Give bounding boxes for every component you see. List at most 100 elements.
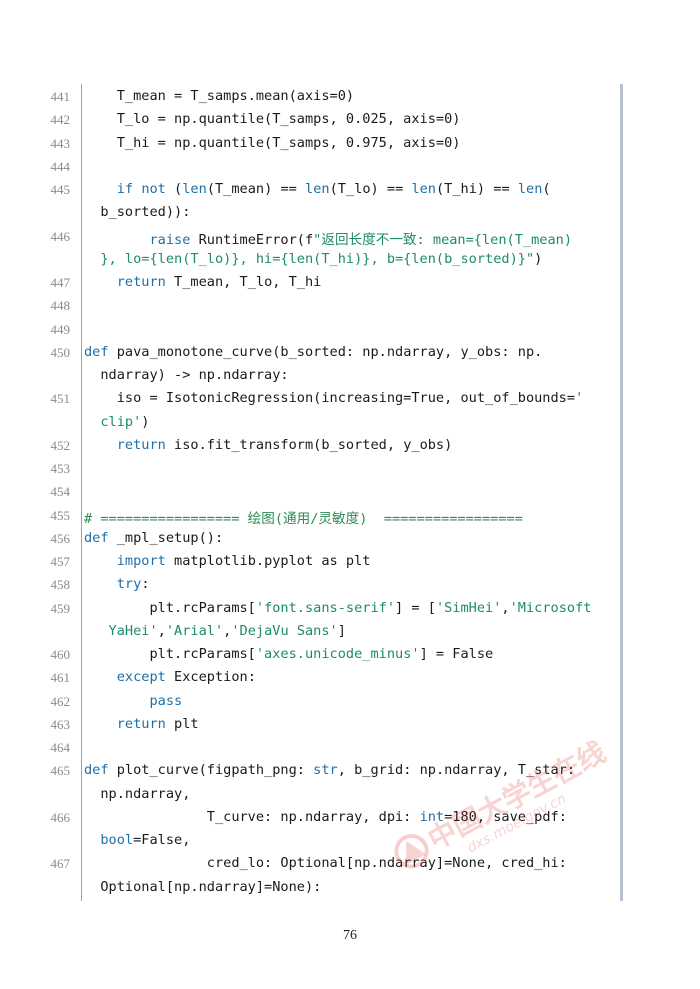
- code-token: =180, save_pdf:: [444, 808, 567, 825]
- line-number: 447: [50, 275, 71, 290]
- code-text: T_mean = T_samps.mean(axis=0): [84, 88, 608, 104]
- code-text: def plot_curve(figpath_png: str, b_grid:…: [84, 762, 608, 778]
- code-token: ': [575, 390, 584, 407]
- code-token: raise: [149, 231, 191, 248]
- code-token: T_mean, T_lo, T_hi: [165, 274, 322, 290]
- code-token: clip': [84, 413, 142, 430]
- code-token: T_mean = T_samps.mean(axis=0): [84, 88, 355, 104]
- code-text: def _mpl_setup():: [84, 530, 608, 546]
- code-token: import: [116, 553, 166, 569]
- code-token: return: [116, 436, 166, 453]
- code-token: Optional[np.ndarray]=None):: [84, 878, 322, 895]
- code-text: pass: [84, 693, 608, 709]
- code-token: [84, 553, 117, 569]
- code-text: bool=False,: [84, 832, 608, 848]
- code-line: 463 return plt: [0, 714, 700, 737]
- code-token: [84, 232, 149, 248]
- code-token: b_sorted)):: [84, 204, 191, 221]
- code-token: len: [305, 181, 330, 197]
- line-number: 446: [50, 228, 71, 244]
- code-token: [84, 693, 149, 709]
- code-token: np.ndarray,: [84, 785, 191, 802]
- code-text: np.ndarray,: [84, 786, 608, 802]
- code-token: }, lo={len(T_lo)}, hi={len(T_hi)}, b={le…: [84, 250, 535, 267]
- code-token: T_hi = np.quantile(T_samps, 0.975, axis=…: [84, 134, 461, 151]
- code-token: ,: [157, 622, 166, 639]
- code-token: plt: [165, 715, 199, 732]
- code-text: b_sorted)):: [84, 204, 608, 220]
- code-text: def pava_monotone_curve(b_sorted: np.nda…: [84, 344, 608, 360]
- code-token: len: [411, 181, 436, 197]
- code-token: [84, 181, 117, 197]
- right-margin-bar: [620, 84, 623, 901]
- code-token: iso = IsotonicRegression(increasing=True…: [84, 390, 576, 407]
- line-number: 441: [50, 89, 71, 104]
- code-line: 448: [0, 295, 700, 318]
- code-line: 449: [0, 319, 700, 342]
- code-line: 454: [0, 481, 700, 504]
- code-token: pass: [149, 692, 183, 709]
- code-token: ,: [223, 622, 232, 639]
- code-line: 457 import matplotlib.pyplot as plt: [0, 551, 700, 574]
- code-line: }, lo={len(T_lo)}, hi={len(T_hi)}, b={le…: [0, 249, 700, 272]
- code-token: , b_grid: np.ndarray, T_star:: [337, 762, 576, 779]
- code-line: 442 T_lo = np.quantile(T_samps, 0.025, a…: [0, 109, 700, 132]
- code-token: 'Microsoft: [509, 599, 592, 616]
- code-token: plt.rcParams[: [84, 646, 256, 662]
- code-text: return plt: [84, 716, 608, 732]
- line-number: 461: [50, 670, 71, 686]
- line-number: 442: [50, 112, 71, 128]
- code-token: plot_curve(figpath_png:: [108, 762, 314, 779]
- code-line: Optional[np.ndarray]=None):: [0, 877, 700, 900]
- code-token: [84, 716, 117, 732]
- code-token: ): [534, 250, 543, 267]
- code-token: ,: [501, 599, 510, 616]
- code-token: [84, 437, 117, 453]
- code-token: T_lo = np.quantile(T_samps, 0.025, axis=…: [84, 111, 461, 128]
- line-number: 466: [50, 809, 71, 825]
- code-line: 447 return T_mean, T_lo, T_hi: [0, 272, 700, 295]
- code-token: str: [313, 762, 338, 779]
- code-line: 464: [0, 737, 700, 760]
- code-text: plt.rcParams['axes.unicode_minus'] = Fal…: [84, 646, 608, 662]
- code-token: return: [116, 274, 166, 290]
- code-token: 'font.sans-serif': [255, 599, 396, 616]
- code-line: clip'): [0, 412, 700, 435]
- code-token: ]: [337, 622, 346, 639]
- line-number: 443: [50, 135, 71, 151]
- code-line: 451 iso = IsotonicRegression(increasing=…: [0, 388, 700, 411]
- code-text: cred_lo: Optional[np.ndarray]=None, cred…: [84, 855, 608, 871]
- code-token: (: [165, 181, 183, 197]
- line-number: 450: [50, 344, 71, 360]
- code-text: plt.rcParams['font.sans-serif'] = ['SimH…: [84, 600, 608, 616]
- code-text: T_curve: np.ndarray, dpi: int=180, save_…: [84, 809, 608, 825]
- code-token: _mpl_setup():: [108, 529, 224, 546]
- line-number: 458: [50, 577, 71, 593]
- line-number: 445: [50, 182, 71, 197]
- code-token: (T_mean) ==: [206, 181, 306, 197]
- code-token: [84, 669, 117, 685]
- code-text: if not (len(T_mean) == len(T_lo) == len(…: [84, 181, 608, 197]
- line-number-gutter-divider: [81, 84, 82, 901]
- code-token: return: [116, 715, 166, 732]
- code-token: 'DejaVu Sans': [231, 622, 338, 639]
- code-token: bool: [100, 832, 134, 848]
- code-token: YaHei': [84, 622, 158, 639]
- line-number: 462: [50, 693, 71, 709]
- line-number: 463: [50, 716, 71, 732]
- code-line: bool=False,: [0, 830, 700, 853]
- line-number: 454: [50, 484, 71, 500]
- line-number: 453: [50, 461, 71, 476]
- code-line: 459 plt.rcParams['font.sans-serif'] = ['…: [0, 598, 700, 621]
- code-token: int: [419, 808, 445, 825]
- code-line: 455# ================= 绘图(通用/灵敏度) ======…: [0, 505, 700, 528]
- line-number: 464: [50, 740, 71, 755]
- code-line: 441 T_mean = T_samps.mean(axis=0): [0, 86, 700, 109]
- code-token: try: [116, 576, 142, 593]
- code-text: return T_mean, T_lo, T_hi: [84, 274, 608, 290]
- code-token: def: [84, 762, 109, 779]
- code-token: 'axes.unicode_minus': [255, 646, 420, 662]
